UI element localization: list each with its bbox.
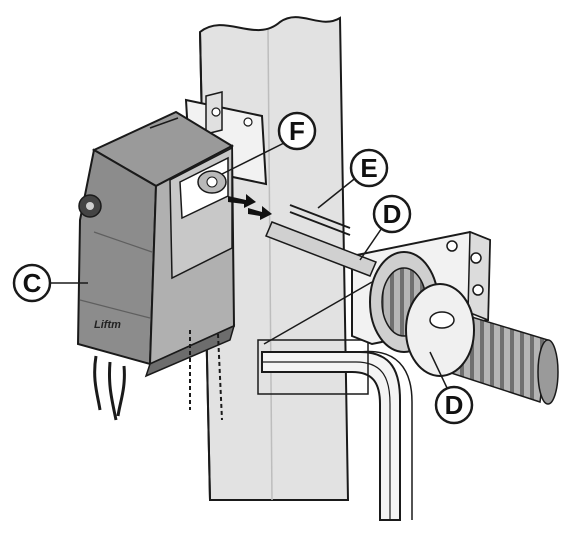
door-track: [257, 339, 413, 521]
insert-arrows: [228, 194, 272, 220]
callout-c-label: C: [23, 268, 42, 298]
motor-logo-text: Liftm: [94, 319, 121, 331]
callout-f: F: [277, 111, 317, 151]
callout-e: E: [349, 148, 389, 188]
callout-c: C: [12, 263, 52, 303]
callout-e-label: E: [360, 153, 377, 183]
drive-shaft: [265, 204, 377, 277]
cables: [93, 330, 223, 421]
callout-d-bottom: D: [434, 385, 474, 425]
cable-drum: [263, 251, 475, 377]
callout-f-label: F: [289, 116, 305, 146]
callout-d-bottom-label: D: [445, 390, 464, 420]
callout-d-top-label: D: [383, 199, 402, 229]
motor-unit: Liftm: [76, 110, 236, 378]
callout-d-top: D: [372, 194, 412, 234]
